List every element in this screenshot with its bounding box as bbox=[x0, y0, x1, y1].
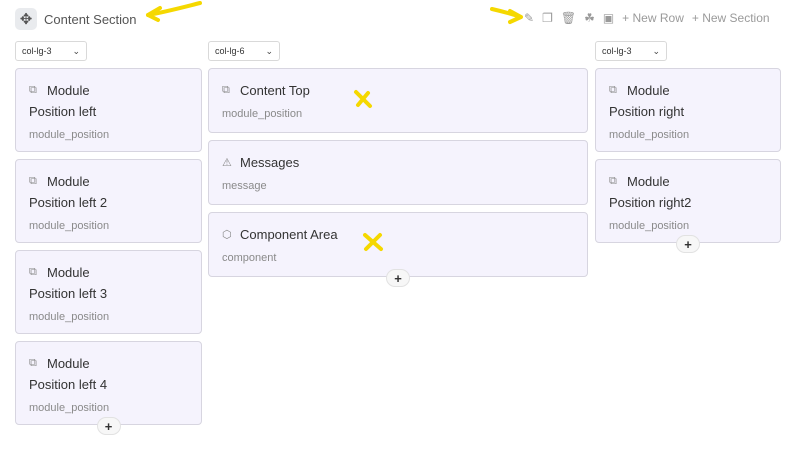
card-title: Content Top bbox=[240, 83, 310, 98]
add-module-button[interactable]: + bbox=[676, 235, 700, 253]
card-header: ⧉ Module bbox=[29, 356, 189, 371]
select-value: col-lg-3 bbox=[22, 46, 52, 56]
card-header: ⧉ Module bbox=[609, 83, 768, 98]
card-position: module_position bbox=[29, 311, 110, 323]
card-header: ⧉ Content Top bbox=[222, 83, 575, 98]
arrows-move-icon: ✥ bbox=[19, 11, 33, 28]
select-value: col-lg-3 bbox=[602, 46, 632, 56]
puzzle-icon: ⧉ bbox=[29, 175, 37, 187]
cubes-icon[interactable]: ☘ bbox=[584, 11, 595, 25]
annotation-arrow bbox=[490, 7, 523, 24]
card-header: ⧉ Module bbox=[29, 174, 189, 189]
move-section-handle[interactable]: ✥ bbox=[15, 8, 37, 30]
column-size-select[interactable]: col-lg-6 ⌄ bbox=[208, 41, 280, 61]
card-subtitle: Position left bbox=[29, 104, 97, 119]
column-size-select[interactable]: col-lg-3 ⌄ bbox=[595, 41, 667, 61]
add-module-button[interactable]: + bbox=[386, 269, 410, 287]
card-position: module_position bbox=[29, 220, 110, 232]
column-size-select[interactable]: col-lg-3 ⌄ bbox=[15, 41, 87, 61]
pencil-icon[interactable]: ✎ bbox=[524, 11, 535, 25]
card-position: component bbox=[222, 252, 277, 264]
card-title: Module bbox=[627, 83, 670, 98]
warning-icon: ⚠ bbox=[222, 157, 232, 169]
card-title: Module bbox=[47, 356, 90, 371]
card-position: module_position bbox=[29, 402, 110, 414]
card-header: ⚠ Messages bbox=[222, 155, 575, 170]
card-position: module_position bbox=[29, 129, 110, 141]
puzzle-icon: ⧉ bbox=[609, 175, 617, 187]
save-icon[interactable]: ▣ bbox=[602, 11, 615, 25]
card-subtitle: Position left 4 bbox=[29, 377, 108, 392]
select-value: col-lg-6 bbox=[215, 46, 245, 56]
new-row-button[interactable]: + New Row bbox=[622, 11, 684, 25]
card-subtitle: Position left 3 bbox=[29, 286, 108, 301]
card-header: ⧉ Module bbox=[29, 265, 189, 280]
section-title: Content Section bbox=[44, 12, 137, 27]
card-title: Module bbox=[47, 83, 90, 98]
card-header: ⧉ Module bbox=[29, 83, 189, 98]
puzzle-icon: ⧉ bbox=[29, 84, 37, 96]
card-header: ⧉ Module bbox=[609, 174, 768, 189]
new-section-button[interactable]: + New Section bbox=[691, 11, 770, 25]
card-title: Module bbox=[47, 265, 90, 280]
card-subtitle: Position right2 bbox=[609, 195, 692, 210]
card-position: module_position bbox=[609, 220, 690, 232]
add-module-button[interactable]: + bbox=[96, 417, 121, 435]
section-toolbar: ✎ ❐ 🗑 ☘ ▣ + New Row + New Section bbox=[524, 11, 770, 25]
card-subtitle: Position right bbox=[609, 104, 685, 119]
puzzle-icon: ⧉ bbox=[222, 84, 230, 96]
puzzle-icon: ⧉ bbox=[29, 357, 37, 369]
card-position: module_position bbox=[222, 108, 303, 120]
card-subtitle: Position left 2 bbox=[29, 195, 108, 210]
module-card[interactable]: ⬡ Component Area component bbox=[208, 212, 588, 277]
puzzle-icon: ⧉ bbox=[29, 266, 37, 278]
chevron-down-icon: ⌄ bbox=[652, 45, 660, 56]
module-card[interactable]: ⚠ Messages message bbox=[208, 140, 588, 205]
chevron-down-icon: ⌄ bbox=[72, 45, 80, 56]
card-title: Messages bbox=[240, 155, 300, 170]
chevron-down-icon: ⌄ bbox=[265, 45, 273, 56]
annotation-arrow bbox=[146, 1, 202, 22]
card-title: Module bbox=[627, 174, 670, 189]
trash-icon[interactable]: 🗑 bbox=[560, 11, 577, 25]
card-title: Component Area bbox=[240, 227, 338, 242]
copy-icon[interactable]: ❐ bbox=[542, 11, 553, 25]
card-position: message bbox=[222, 180, 267, 192]
card-header: ⬡ Component Area bbox=[222, 227, 575, 242]
card-position: module_position bbox=[609, 129, 690, 141]
card-title: Module bbox=[47, 174, 90, 189]
puzzle-icon: ⧉ bbox=[609, 84, 617, 96]
module-card[interactable]: ⧉ Content Top module_position bbox=[208, 68, 588, 133]
box-icon: ⬡ bbox=[222, 229, 232, 241]
